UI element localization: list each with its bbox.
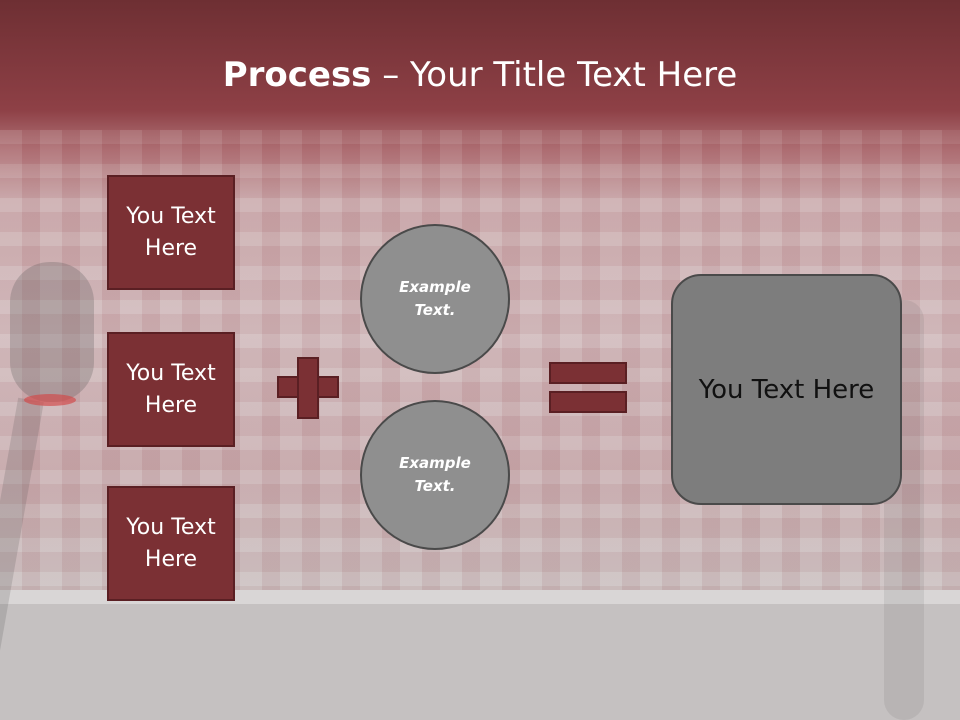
- text-box-1[interactable]: You Text Here: [107, 175, 235, 290]
- title-bold: Process: [222, 55, 372, 95]
- circle-2[interactable]: Example Text.: [360, 400, 510, 550]
- circle-1-label: Example Text.: [399, 278, 471, 319]
- circle-2-label: Example Text.: [399, 454, 471, 495]
- equals-icon-top: [549, 362, 627, 384]
- stage-floor: [0, 590, 960, 720]
- title-rest: – Your Title Text Here: [371, 55, 738, 95]
- equals-icon-bottom: [549, 391, 627, 413]
- text-box-2[interactable]: You Text Here: [107, 332, 235, 447]
- result-label: You Text Here: [698, 374, 875, 405]
- result-box[interactable]: You Text Here: [671, 274, 902, 505]
- stage-edge: [0, 590, 960, 604]
- text-box-3[interactable]: You Text Here: [107, 486, 235, 601]
- microphone-icon: [10, 262, 94, 402]
- plus-icon: [277, 357, 339, 419]
- microphone-light: [24, 394, 76, 406]
- circle-1[interactable]: Example Text.: [360, 224, 510, 374]
- slide-title[interactable]: Process – Your Title Text Here: [0, 52, 960, 98]
- text-box-3-label: You Text Here: [126, 514, 216, 572]
- text-box-1-label: You Text Here: [126, 203, 216, 261]
- text-box-2-label: You Text Here: [126, 360, 216, 418]
